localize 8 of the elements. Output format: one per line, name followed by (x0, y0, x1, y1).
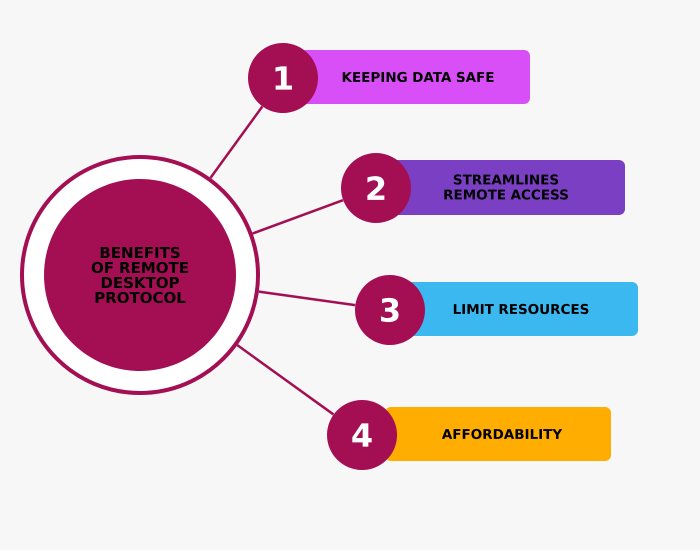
label-bar: LIMIT RESOURCES (405, 282, 638, 336)
connector-line (258, 290, 356, 306)
label-bar: AFFORDABILITY (385, 407, 611, 461)
label-bar: KEEPING DATA SAFE (300, 50, 530, 104)
connector-line (209, 106, 264, 179)
label-bar: STREAMLINES REMOTE ACCESS (390, 160, 625, 215)
connector-line (252, 199, 344, 235)
connector-line (236, 344, 334, 416)
